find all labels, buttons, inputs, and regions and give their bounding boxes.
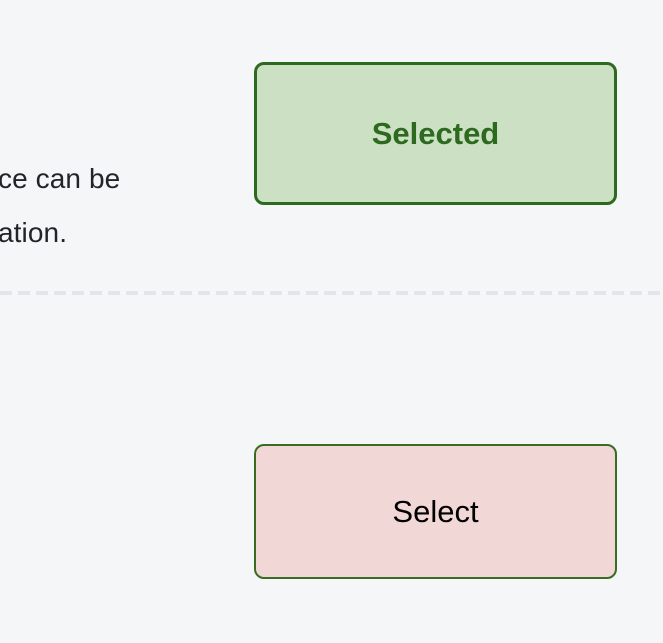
option-description-top: ce can be ation. bbox=[0, 152, 120, 260]
option-row-selected: ce can be ation. Selected bbox=[0, 0, 663, 293]
description-line: ation. bbox=[0, 217, 68, 248]
option-description-column-bottom: ession 2 Big Idea of alues) and bbox=[0, 297, 254, 643]
option-row-unselected: ession 2 Big Idea of alues) and Select bbox=[0, 297, 663, 643]
option-button-column-bottom: Select bbox=[254, 297, 663, 643]
select-button[interactable]: Select bbox=[254, 444, 617, 579]
selected-button[interactable]: Selected bbox=[254, 62, 617, 205]
option-description-column-top: ce can be ation. bbox=[0, 0, 254, 293]
option-button-column-top: Selected bbox=[254, 0, 663, 293]
description-line: ce can be bbox=[0, 163, 121, 194]
option-divider bbox=[0, 291, 663, 295]
